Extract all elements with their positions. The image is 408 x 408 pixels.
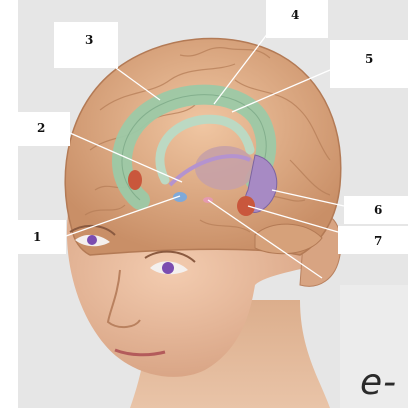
thalamus [195,146,255,190]
mammillary-body [173,192,187,202]
label-6: 6 [374,203,382,217]
amygdala-right [237,196,255,216]
label-2: 2 [37,121,45,135]
corner-text: e- [360,362,397,403]
label-3: 3 [85,33,93,47]
label-5: 5 [365,52,373,66]
label-box-2 [0,112,70,146]
amygdala-left [128,170,142,190]
label-4: 4 [291,8,299,22]
brain-cortex [65,39,341,255]
label-7: 7 [374,234,382,248]
label-box-7 [338,226,408,254]
label-1: 1 [33,230,41,244]
